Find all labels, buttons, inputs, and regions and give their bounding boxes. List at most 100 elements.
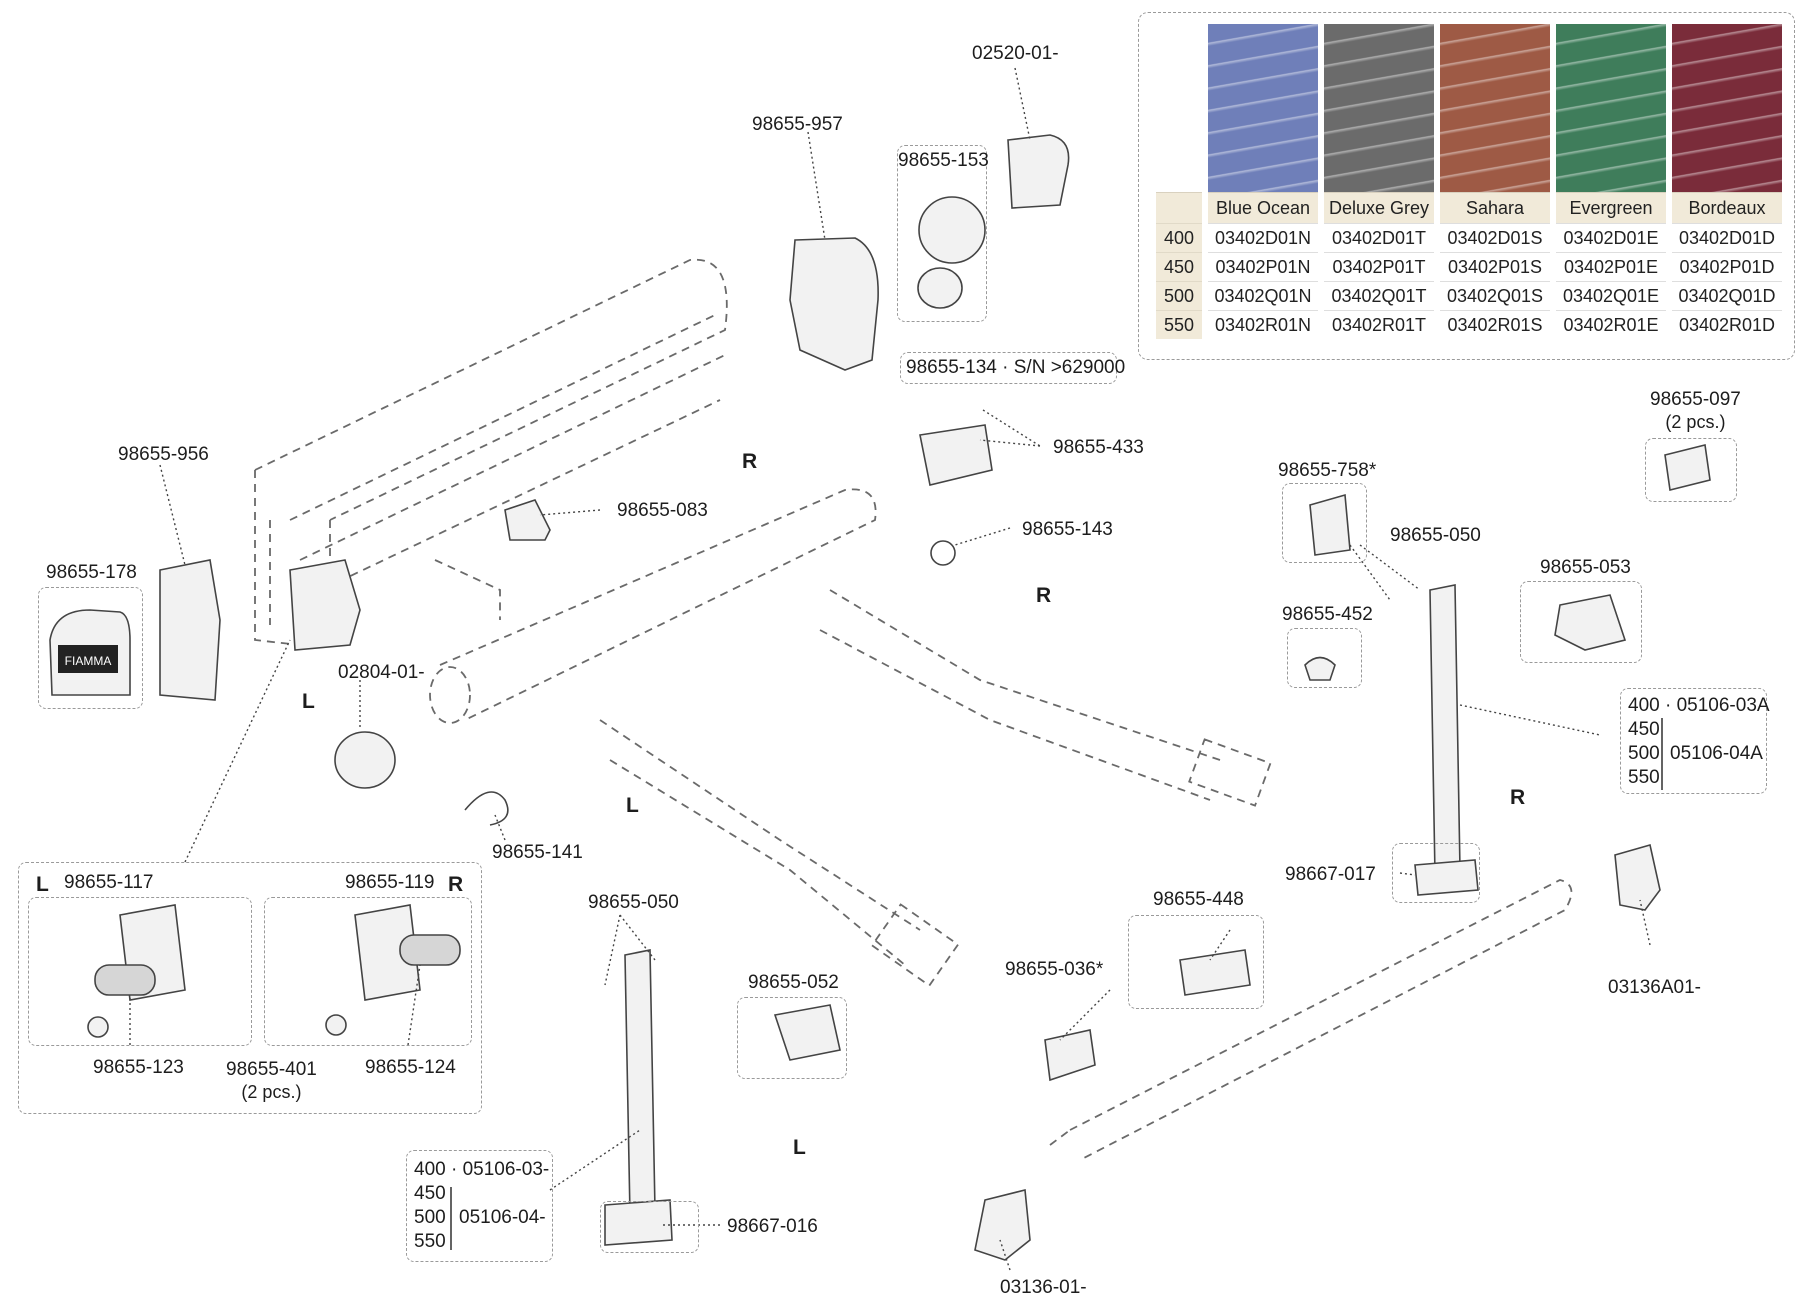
code-cell: 03402Q01E [1556,281,1666,310]
washer-401a-sketch [87,1016,109,1038]
part-box-134 [900,352,1117,384]
end-cover-02520-sketch [1007,134,1070,209]
awning-case-outline [254,258,728,646]
part-box-016 [600,1201,699,1253]
bracket-097-sketch [1664,444,1711,491]
part-label-050-right: 98655-050 [1390,525,1481,546]
part-label-134: 98655-134 · S/N >629000 [906,357,1126,378]
end-piece-03136A-sketch [1614,843,1661,911]
foot-017-sketch [1414,859,1479,896]
leg-right-400: 400 · 05106-03A [1628,695,1770,716]
part-label-143: 98655-143 [1022,519,1113,540]
color-name: Bordeaux [1672,192,1782,223]
leg-right-code-04: 05106-04A [1670,743,1763,764]
part-label-758: 98655-758* [1278,460,1377,481]
part-label-017: 98667-017 [1285,864,1376,885]
part-box-052 [737,997,847,1079]
quantity-note: (2 pcs.) [241,1082,302,1102]
length-cell: 500 [1156,281,1202,310]
part-label-448: 98655-448 [1153,889,1244,910]
right-arm [819,589,1272,807]
part-box-448 [1128,915,1264,1009]
length-cell: 400 [1156,223,1202,252]
part-label-957: 98655-957 [752,114,843,135]
end-piece-03136-sketch [974,1188,1031,1261]
side-marker-l: L [36,873,49,896]
part-label-119: 98655-119 [345,872,435,893]
part-label-956: 98655-956 [118,444,209,465]
part-number: 98655-401 [226,1059,317,1080]
part-box-leg-right-lengths [1620,688,1767,794]
part-box-117 [28,897,252,1046]
leg-right-500: 500 [1628,743,1660,764]
part-label-083: 98655-083 [617,500,708,521]
side-plate-957-sketch [789,237,879,371]
leg-right-450: 450 [1628,719,1660,740]
part-label-433: 98655-433 [1053,437,1144,458]
arm-joint-119-sketch [354,904,421,1001]
side-marker-r: R [1036,584,1052,607]
code-cell: 03402P01T [1324,252,1434,281]
front-rail [1049,879,1573,1161]
part-box-017 [1392,843,1480,903]
color-name: Sahara [1440,192,1550,223]
color-name: Blue Ocean [1208,192,1318,223]
part-box-leg-left-lengths [406,1150,553,1262]
part-label-016: 98667-016 [727,1216,818,1237]
code-cell: 03402R01T [1324,310,1434,339]
code-cell: 03402Q01N [1208,281,1318,310]
table-row: 550 03402R01N 03402R01T 03402R01S 03402R… [1156,310,1782,339]
table-row: 450 03402P01N 03402P01T 03402P01S 03402P… [1156,252,1782,281]
left-arm [599,719,960,987]
table-row: 500 03402Q01N 03402Q01T 03402Q01S 03402Q… [1156,281,1782,310]
side-marker-l: L [793,1136,806,1159]
code-cell: 03402P01N [1208,252,1318,281]
code-cell: 03402Q01S [1440,281,1550,310]
part-label-03136: 03136-01- [1000,1277,1087,1298]
bracket-053-sketch [1554,594,1627,651]
side-marker-r: R [448,873,464,896]
leg-left-sketch [624,949,656,1216]
fabric-table: Blue Ocean Deluxe Grey Sahara Evergreen … [1150,24,1788,339]
code-cell: 03402Q01T [1324,281,1434,310]
part-label-097: 98655-097 (2 pcs.) [1650,390,1741,431]
leg-right-sketch [1429,584,1461,876]
code-cell: 03402R01E [1556,310,1666,339]
code-cell: 03402R01D [1672,310,1782,339]
leg-left-550: 550 [414,1231,446,1252]
base-plate-sketch [289,559,361,651]
cover-124-sketch [399,934,461,966]
part-label-124: 98655-124 [365,1057,456,1078]
fabric-color-panel [1138,12,1795,360]
part-label-141: 98655-141 [492,842,583,863]
cover-123-sketch [94,964,156,996]
part-label-452: 98655-452 [1282,604,1373,625]
code-cell: 03402Q01D [1672,281,1782,310]
roller-tube [429,488,877,724]
swatch-bordeaux [1672,24,1782,192]
color-name: Evergreen [1556,192,1666,223]
swatch-deluxe-grey [1324,24,1434,192]
leg-left-code-04: 05106-04- [459,1207,546,1228]
length-cell: 450 [1156,252,1202,281]
leg-left-450: 450 [414,1183,446,1204]
part-label-050-left: 98655-050 [588,892,679,913]
part-box-153 [897,145,987,322]
side-marker-r: R [742,450,758,473]
bearing-153-sketch [918,196,986,264]
code-cell: 03402D01S [1440,223,1550,252]
code-cell: 03402D01N [1208,223,1318,252]
code-cell: 03402R01N [1208,310,1318,339]
table-row: 400 03402D01N 03402D01T 03402D01S 03402D… [1156,223,1782,252]
part-label-178: 98655-178 [46,562,137,583]
length-brackets [450,718,1663,1250]
bracket-083-sketch [504,499,551,541]
end-cap-956-sketch [159,559,221,701]
quantity-note: (2 pcs.) [1665,412,1726,432]
part-label-053: 98655-053 [1540,557,1631,578]
swatch-row [1156,24,1782,192]
code-cell: 03402P01E [1556,252,1666,281]
roller-plug-02804-sketch [334,731,396,789]
side-marker-r: R [1510,786,1526,809]
